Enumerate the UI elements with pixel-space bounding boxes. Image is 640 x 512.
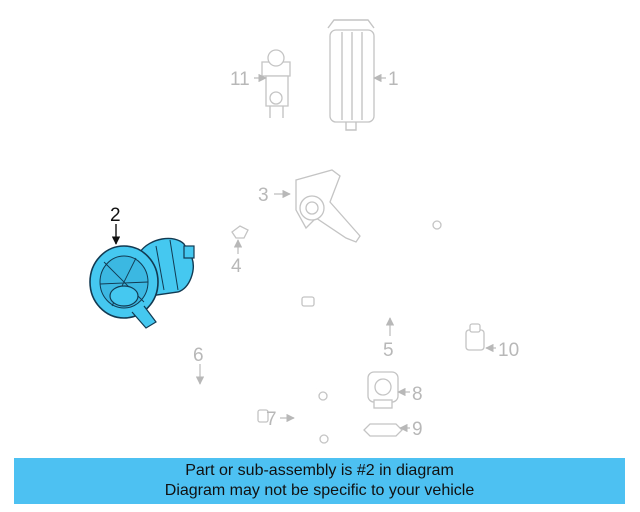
part-5-hose [301,220,442,336]
callout-10: 10 [498,340,519,361]
part-9-gasket [363,423,410,437]
callout-1: 1 [388,69,399,90]
info-banner: Part or sub-assembly is #2 in diagram Di… [14,458,625,504]
parts-diagram: 1 11 3 4 5 10 [89,19,519,444]
callout-7: 7 [266,409,277,430]
banner-line-1: Part or sub-assembly is #2 in diagram [185,462,454,479]
callout-6: 6 [193,345,204,366]
part-3-bracket [274,169,361,243]
part-8-check-valve [367,371,410,409]
callout-2: 2 [110,205,121,226]
banner-line-2: Diagram may not be specific to your vehi… [164,482,475,499]
part-10-sensor [465,323,496,353]
callout-8: 8 [412,384,423,405]
part-11-valve [254,49,291,118]
part-2-air-pump [89,224,195,329]
part-7-pipe [280,382,329,444]
callout-11: 11 [230,69,250,90]
part-4-clip [231,225,249,254]
part-1-cylinder [327,19,386,131]
callout-9: 9 [412,419,423,440]
part-6-hose [146,331,269,423]
callout-4: 4 [231,256,242,277]
callout-5: 5 [383,340,394,361]
callout-3: 3 [258,185,269,206]
